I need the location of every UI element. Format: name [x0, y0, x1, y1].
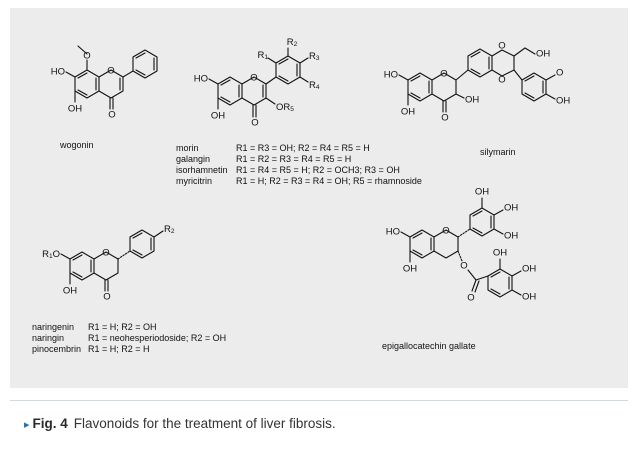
egcg-oh-label: OH	[493, 248, 507, 259]
flavonol-r1-label: R1	[258, 50, 269, 61]
egcg-oh-label: OH	[522, 292, 536, 303]
flavonol-table: morin R1 = R3 = OH; R2 = R4 = R5 = H gal…	[176, 143, 422, 186]
silymarin-ho-label: HO	[384, 70, 398, 81]
structures-diagram: HO O OH O O wogonin HO O OH O OR5 R1 R2 …	[32, 37, 570, 355]
figure-panel: HO O OH O O wogonin HO O OH O OR5 R1 R2 …	[10, 8, 628, 388]
flavanone-carbonyl-o-label: O	[103, 292, 110, 303]
silymarin-dioxane-o-label: O	[498, 75, 505, 86]
flavonol-r3-label: R3	[309, 51, 320, 62]
egcg-carbonyl-o-label: O	[467, 293, 474, 304]
wogonin-carbonyl-o-label: O	[108, 110, 115, 121]
flavonol-row-name: myricitrin	[176, 176, 212, 186]
flavonol-row-name: morin	[176, 143, 199, 153]
egcg-structure	[400, 197, 522, 298]
egcg-oh-label: OH	[504, 203, 518, 214]
silymarin-oh-label: OH	[556, 96, 570, 107]
wogonin-methoxy-o-label: O	[83, 51, 90, 62]
caption-text: Flavonoids for the treatment of liver fi…	[73, 416, 336, 431]
flavanone-oh-label: OH	[63, 286, 77, 297]
flavanone-row-desc: R1 = H; R2 = H	[88, 344, 150, 354]
flavanone-row-desc: R1 = neohesperiodoside; R2 = OH	[88, 333, 226, 343]
flavonol-oh-label: OH	[211, 111, 225, 122]
flavanone-row-desc: R1 = H; R2 = OH	[88, 322, 157, 332]
silymarin-ring-o-label: O	[440, 69, 447, 80]
figure-caption: ▸Fig. 4 Flavonoids for the treatment of l…	[24, 416, 336, 431]
egcg-oh-label: OH	[504, 231, 518, 242]
egcg-oh-label: OH	[475, 187, 489, 198]
egcg-ester-o-label: O	[460, 261, 467, 272]
flavonol-r2-label: R2	[287, 37, 298, 48]
flavanone-row-name: naringin	[32, 333, 64, 343]
flavonol-row-desc: R1 = H; R2 = R3 = R4 = OH; R5 = rhamnosi…	[236, 176, 422, 186]
flavonol-carbonyl-o-label: O	[251, 118, 258, 129]
silymarin-chain-oh-label: OH	[536, 49, 550, 60]
silymarin-oh-label: OH	[465, 95, 479, 106]
silymarin-name: silymarin	[480, 147, 516, 157]
flavonol-row-desc: R1 = R3 = OH; R2 = R4 = R5 = H	[236, 143, 370, 153]
silymarin-methoxy-o-label: O	[556, 68, 563, 79]
flavanone-r1o-label: R1O	[42, 249, 60, 260]
flavonol-ring-o-label: O	[250, 73, 257, 84]
flavonol-ho-label: HO	[194, 74, 208, 85]
egcg-oh-label: OH	[522, 264, 536, 275]
flavanone-row-name: naringenin	[32, 322, 74, 332]
egcg-oh-label: OH	[403, 264, 417, 275]
silymarin-dioxane-o-label: O	[498, 41, 505, 52]
wogonin-ho-label: HO	[51, 67, 65, 78]
wogonin-structure	[65, 45, 158, 110]
flavonol-row-name: galangin	[176, 154, 210, 164]
caption-marker-icon: ▸	[24, 419, 30, 431]
wogonin-name: wogonin	[59, 140, 94, 150]
flavanone-row-name: pinocembrin	[32, 344, 81, 354]
silymarin-structure	[398, 47, 556, 113]
wogonin-oh-label: OH	[68, 104, 82, 115]
flavanone-r2-label: R2	[164, 224, 175, 235]
flavanone-ring-o-label: O	[102, 248, 109, 259]
silymarin-oh-label: OH	[401, 107, 415, 118]
flavonol-r4-label: R4	[309, 80, 320, 91]
figure-caption-box: ▸Fig. 4 Flavonoids for the treatment of l…	[10, 400, 628, 453]
flavonol-row-desc: R1 = R2 = R3 = R4 = R5 = H	[236, 154, 351, 164]
silymarin-carbonyl-o-label: O	[441, 113, 448, 124]
flavonol-row-name: isorhamnetin	[176, 165, 228, 175]
flavonol-or5-label: OR5	[276, 102, 294, 113]
flavanone-structure	[60, 229, 164, 292]
wogonin-ring-o-label: O	[107, 66, 114, 77]
figure-number: Fig. 4	[32, 416, 68, 431]
flavanone-table: naringenin R1 = H; R2 = OH naringin R1 =…	[32, 322, 226, 354]
egcg-name: epigallocatechin gallate	[382, 341, 476, 351]
flavonol-row-desc: R1 = R4 = R5 = H; R2 = OCH3; R3 = OH	[236, 165, 400, 175]
egcg-ring-o-label: O	[442, 226, 449, 237]
egcg-ho-label: HO	[386, 227, 400, 238]
flavonol-structure	[208, 47, 309, 118]
